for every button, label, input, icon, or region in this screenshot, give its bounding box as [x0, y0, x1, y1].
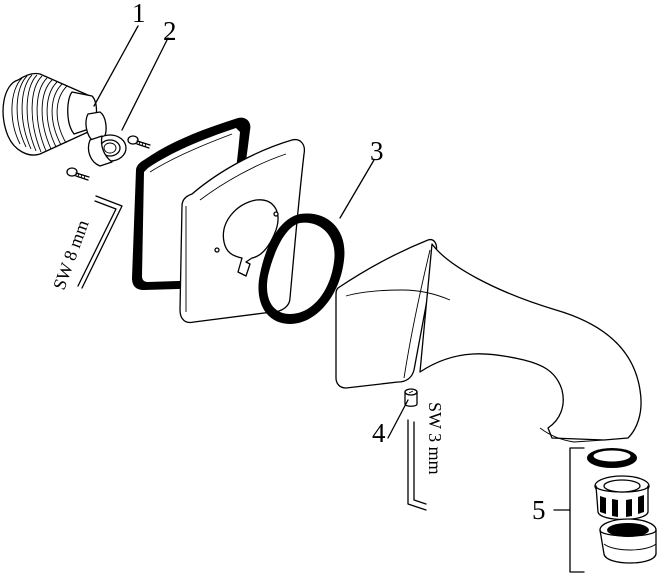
- aerator-group-bracket: [553, 447, 585, 573]
- o-ring: [258, 213, 345, 324]
- connector-threads: [11, 74, 68, 153]
- mounting-screw-lower: [66, 167, 90, 181]
- threaded-connector: [2, 72, 127, 167]
- callout-4: 4: [372, 418, 386, 448]
- set-screw: [404, 388, 418, 407]
- callout-5: 5: [532, 495, 546, 525]
- leader-lines: [93, 25, 409, 439]
- callout-1: 1: [132, 0, 146, 28]
- bath-spout: [335, 238, 642, 443]
- callout-2: 2: [163, 16, 177, 46]
- aerator-washer: [587, 448, 637, 468]
- escutcheon-plate: [179, 138, 306, 324]
- hex-wrench-small-icon: [407, 419, 427, 511]
- callout-3: 3: [370, 136, 384, 166]
- mounting-screw-upper: [127, 135, 151, 149]
- wrench-size-label-small: SW 3 mm: [425, 402, 445, 475]
- aerator-housing: [599, 518, 657, 564]
- square-gasket: [132, 117, 251, 291]
- hex-wrench-large-icon: [77, 195, 123, 289]
- aerator-insert: [594, 475, 650, 521]
